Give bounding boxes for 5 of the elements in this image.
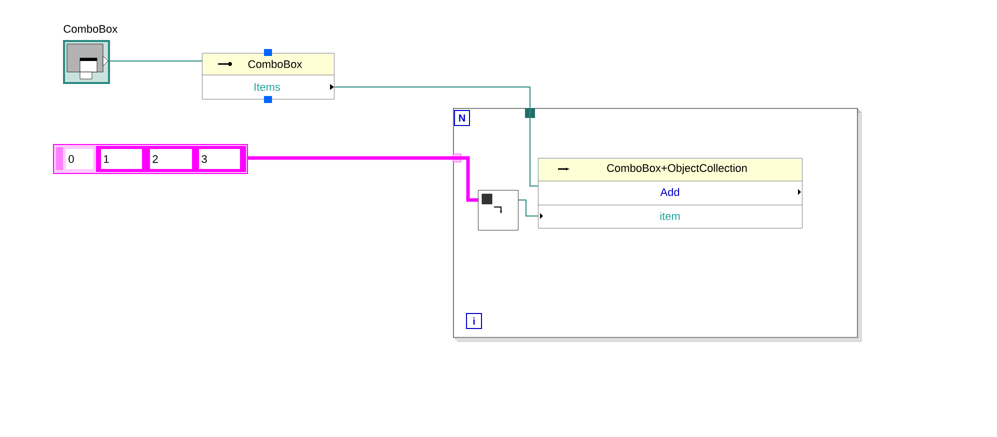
wire [248,156,478,202]
control-label: ComboBox [64,24,118,33]
property-node: ComboBox Items [202,49,334,103]
wire [110,60,202,62]
array-constant: 0 1 2 3 [53,144,248,174]
